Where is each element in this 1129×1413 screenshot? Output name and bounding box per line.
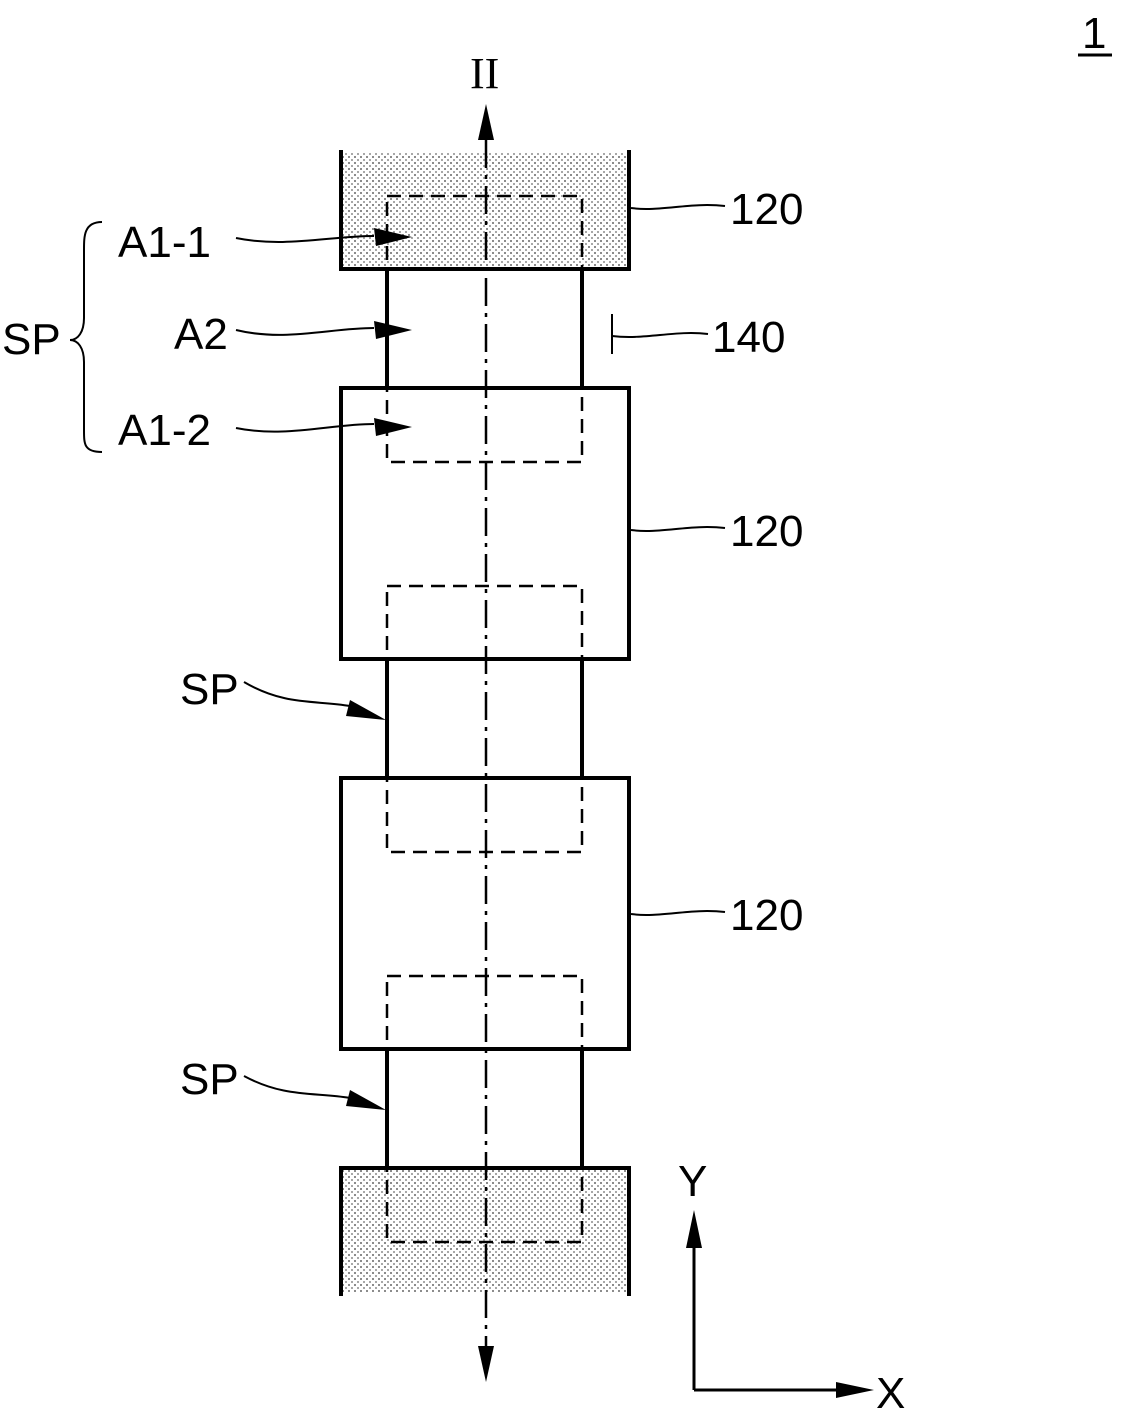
- label-sp-group: SP: [2, 315, 61, 364]
- leader-pad-2: [631, 527, 725, 531]
- label-a1-1: A1-1: [118, 218, 211, 267]
- section-arrow-down: [478, 1346, 494, 1382]
- label-pad-2: 120: [730, 507, 803, 556]
- arrow-sp-3: [346, 1090, 386, 1110]
- arrow-a2: [374, 321, 412, 339]
- leader-sp-2: [244, 682, 350, 706]
- pad-bottom: [341, 1168, 629, 1293]
- leader-a1-2: [236, 424, 374, 432]
- figure-number: 1: [1082, 9, 1106, 58]
- arrow-a1-2: [374, 418, 412, 436]
- section-arrow-up: [478, 104, 494, 140]
- x-axis-label: X: [876, 1369, 905, 1413]
- y-axis-label: Y: [678, 1157, 707, 1206]
- label-a2: A2: [174, 310, 228, 359]
- overlap-region-2: [387, 586, 582, 852]
- label-sp-3: SP: [180, 1055, 239, 1104]
- section-label: II: [470, 49, 499, 98]
- y-axis-arrow: [686, 1210, 702, 1248]
- leader-a2: [236, 328, 374, 335]
- label-line-140: 140: [712, 313, 785, 362]
- sp-brace: [70, 222, 102, 452]
- label-sp-2: SP: [180, 665, 239, 714]
- leader-sp-3: [244, 1076, 350, 1098]
- label-pad-1: 120: [730, 185, 803, 234]
- label-pad-3: 120: [730, 891, 803, 940]
- x-axis-arrow: [836, 1382, 874, 1398]
- leader-pad-3: [631, 911, 725, 915]
- leader-pad-1: [631, 205, 725, 209]
- label-a1-2: A1-2: [118, 406, 211, 455]
- arrow-sp-2: [346, 700, 386, 720]
- leader-line-140: [612, 333, 708, 337]
